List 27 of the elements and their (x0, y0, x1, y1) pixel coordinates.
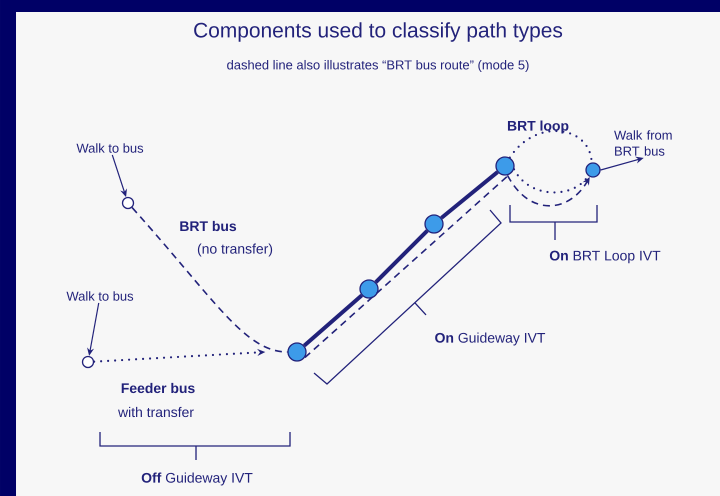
dashed-route (506, 174, 590, 207)
text-label: Off Guideway IVT (142, 472, 252, 486)
stop-circle (122, 196, 134, 210)
dashed-route (512, 168, 590, 194)
subtitle: dashed line also illustrates “BRT bus route” (mode 5) (227, 60, 529, 72)
title: Components used to classify path types (194, 22, 562, 42)
station-dot (359, 279, 379, 299)
walk-label: Walk from BRT bus (614, 130, 672, 156)
text-label: BRT loop (508, 120, 568, 134)
walk-label: Walk to bus (76, 143, 144, 153)
walk-label: Walk to bus (66, 291, 134, 301)
station-dot (585, 162, 601, 178)
guideway-line (440, 170, 499, 220)
text-label: On Guideway IVT (435, 332, 546, 346)
station-dot (424, 214, 444, 234)
stop-circle (82, 356, 94, 368)
text-label: Feeder bus (122, 382, 195, 394)
guideway-line (374, 229, 429, 284)
text-label: (no transfer) (198, 244, 272, 256)
guideway-line (302, 294, 364, 348)
station-dot (495, 156, 515, 176)
station-dot (287, 342, 307, 362)
text-label: BRT bus (180, 220, 236, 232)
dashed-route (132, 207, 288, 353)
text-label: with transfer (118, 406, 194, 418)
text-label: On BRT Loop IVT (550, 250, 660, 264)
dashed-route (304, 174, 510, 358)
